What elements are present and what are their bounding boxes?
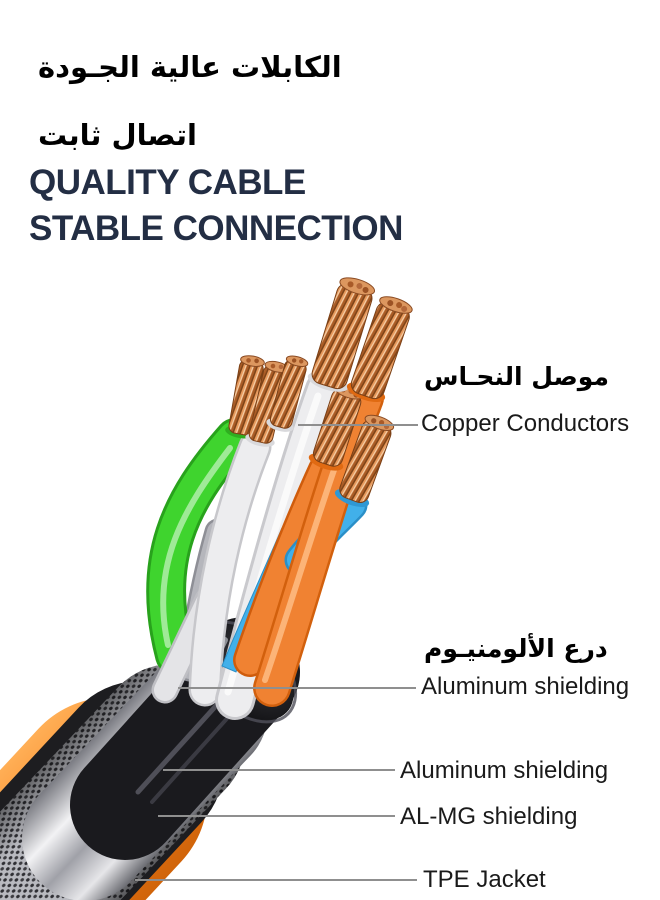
label-tpe-english: TPE Jacket [423, 866, 546, 893]
leader-line-tpe [135, 879, 417, 881]
label-copper-english: Copper Conductors [421, 410, 630, 437]
twisted-pair-wires [146, 370, 384, 720]
label-aluminum-inner-arabic: درع الألومنيـوم [424, 634, 608, 663]
label-aluminum-foil-english: Aluminum shielding [400, 757, 609, 784]
leader-line-aluminum-inner [178, 687, 416, 689]
cable-cutaway-illustration [0, 277, 413, 900]
heading-arabic-line1: الكابلات عالية الجـودة [38, 50, 342, 84]
leader-line-copper [298, 424, 418, 426]
copper-conductor-tips [225, 277, 413, 508]
label-aluminum-inner-english: Aluminum shielding [421, 673, 630, 700]
heading-english-line1: QUALITY CABLE [29, 163, 306, 202]
leader-line-aluminum-foil [163, 769, 395, 771]
heading-english-line2: STABLE CONNECTION [29, 209, 403, 248]
leader-line-almg [158, 815, 395, 817]
label-copper-arabic: موصل النحـاس [424, 362, 609, 391]
label-almg-english: AL-MG shielding [400, 803, 578, 830]
heading-arabic-line2: اتصال ثابت [38, 118, 197, 152]
